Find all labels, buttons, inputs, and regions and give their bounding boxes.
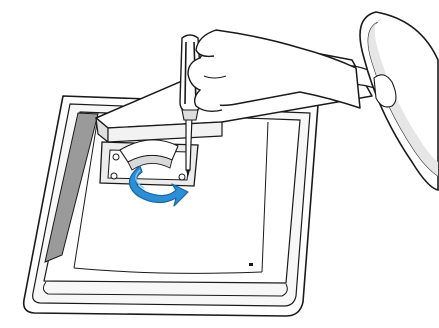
monitor-hump-line-left [73,115,99,269]
monitor-hump-line-right [261,121,269,273]
stand-base-rim-shade [368,18,438,176]
hand-thumb [195,29,217,58]
hand-holding-screwdriver [187,29,361,113]
stand-base-hub [373,74,397,108]
hand-knuckle-line [203,75,227,79]
counterclockwise-rotate-arrow [128,165,189,207]
screwdriver-handle-groove-left [184,41,187,105]
hand-arm [197,29,361,109]
monitor-side-strip [44,112,99,263]
phillips-screwdriver [179,34,203,177]
rotate-arrow-highlight [135,169,145,189]
stand-base-disc [359,11,439,191]
stand-arm-underside [107,121,223,143]
stand-mount-area [99,139,199,187]
screwdriver-ferrule [181,109,199,121]
hand-fingers [187,57,223,113]
screwdriver-tip [186,170,190,177]
monitor-bottom-lip [42,281,288,297]
monitor-hump-line-bottom [73,267,263,274]
mount-screw-left-bottom [110,172,118,180]
mount-screw-left-top [112,153,120,161]
mount-screw-right-bottom [178,173,186,181]
rotate-arrow-body [128,165,189,207]
monitor-port-mark [249,263,253,266]
